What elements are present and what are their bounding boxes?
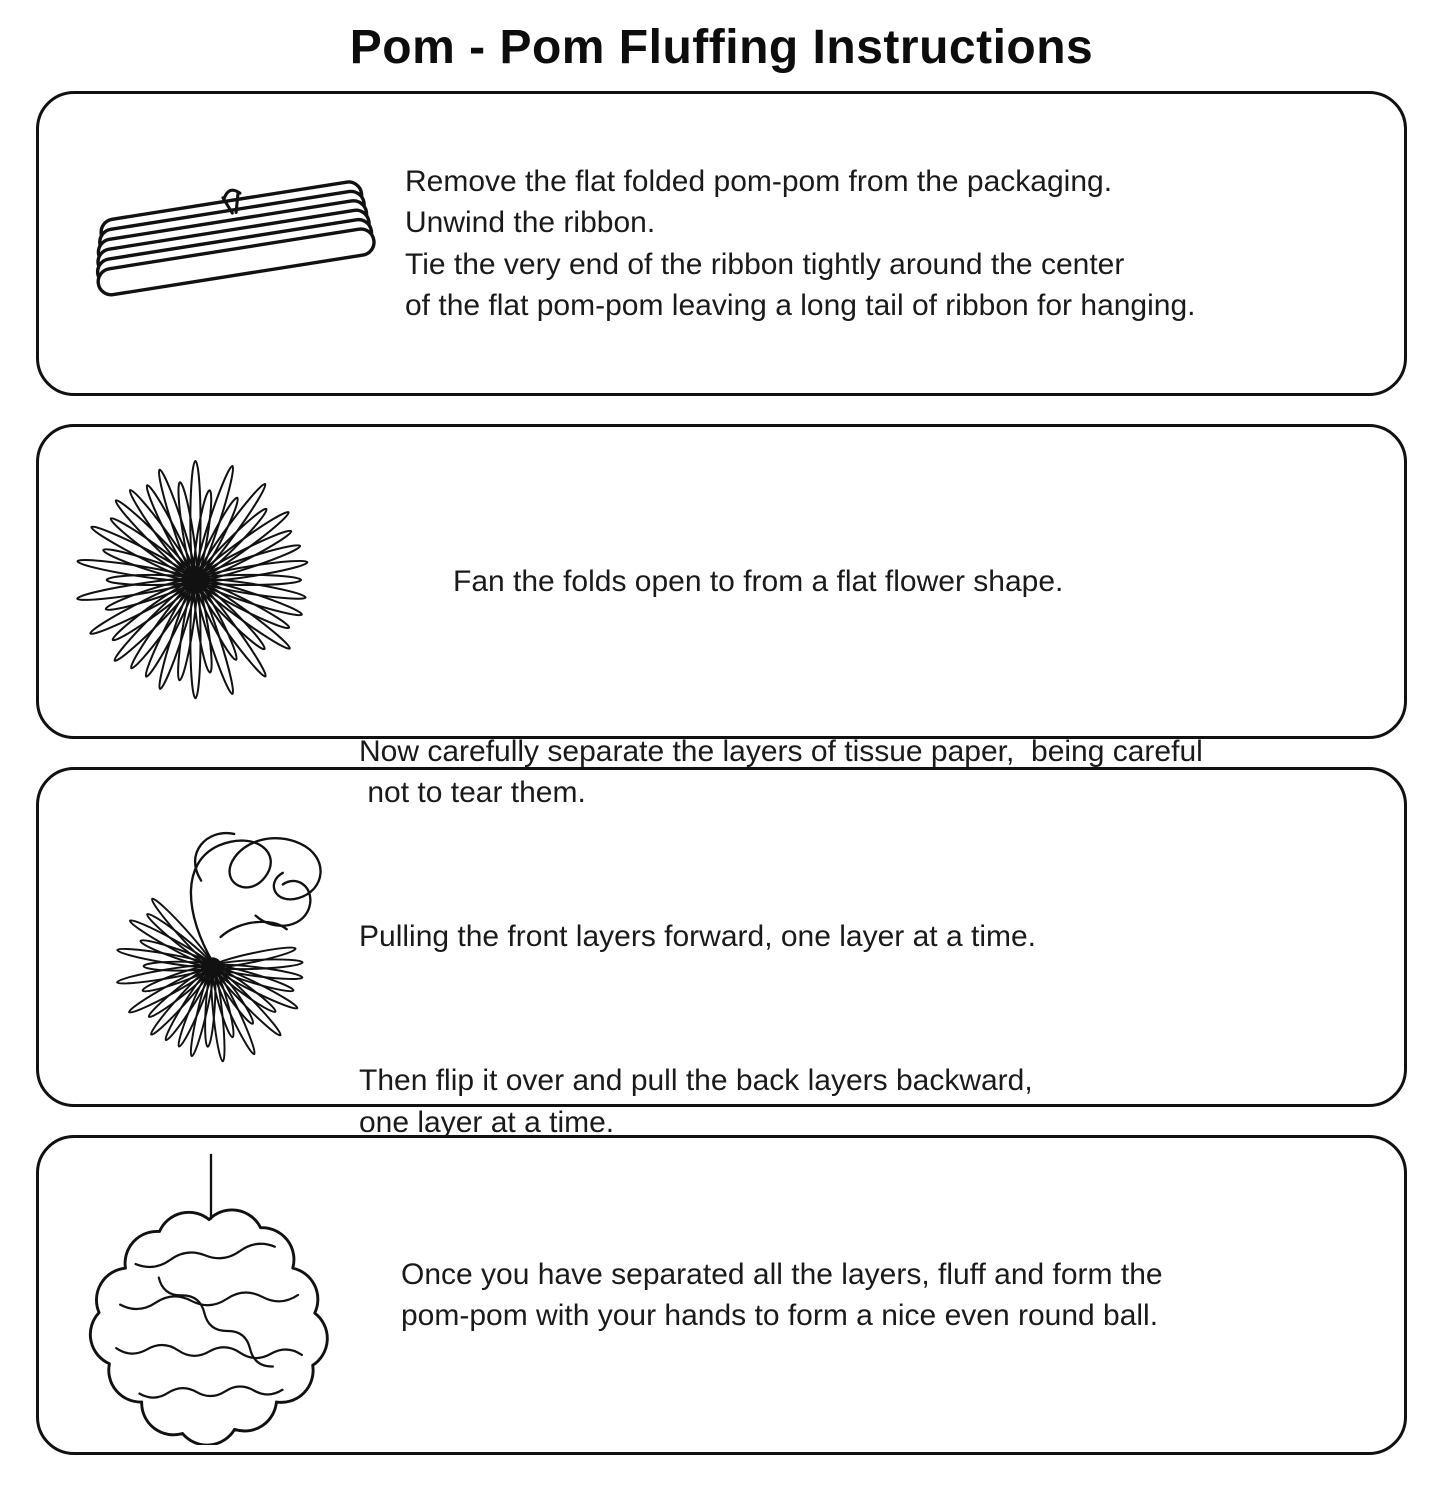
half-fluffed-pompom-illustration — [65, 788, 347, 1086]
half-fluffed-pompom-svg — [116, 831, 322, 1063]
step-3-text: Now carefully separate the layers of tis… — [359, 648, 1203, 1226]
step-1-text: Remove the flat folded pom-pom from the … — [405, 164, 1196, 322]
ribbon-tie-icon — [221, 188, 242, 215]
round-pompom-ball-svg — [88, 1153, 329, 1445]
step-3-paragraph-2: Pulling the front layers forward, one la… — [359, 920, 1036, 954]
step-3-paragraph-3: Then flip it over and pull the back laye… — [359, 1064, 1033, 1139]
step-4-box: Once you have separated all the layers, … — [36, 1135, 1407, 1455]
steps-list: Remove the flat folded pom-pom from the … — [36, 91, 1407, 1482]
fan-flower-illustration — [65, 450, 335, 714]
step-2-text: Fan the folds open to from a flat flower… — [453, 564, 1064, 598]
step-4-text: Once you have separated all the layers, … — [401, 1257, 1163, 1332]
step-2-box: Fan the folds open to from a flat flower… — [36, 424, 1407, 739]
ball-ruffles — [115, 1242, 303, 1399]
step-3-box: Now carefully separate the layers of tis… — [36, 735, 1407, 1139]
step-3-paragraph-1: Now carefully separate the layers of tis… — [359, 734, 1203, 810]
page-title: Pom - Pom Fluffing Instructions — [349, 21, 1094, 74]
fan-flower-svg — [75, 459, 308, 699]
round-pompom-ball-illustration — [65, 1145, 357, 1445]
crumpled-layers-scribble — [189, 831, 322, 964]
step-1-box: Remove the flat folded pom-pom from the … — [36, 91, 1407, 396]
ball-outline — [88, 1208, 329, 1445]
flat-folded-pompom-illustration — [65, 152, 405, 336]
flat-folded-pompom-svg — [95, 179, 376, 296]
